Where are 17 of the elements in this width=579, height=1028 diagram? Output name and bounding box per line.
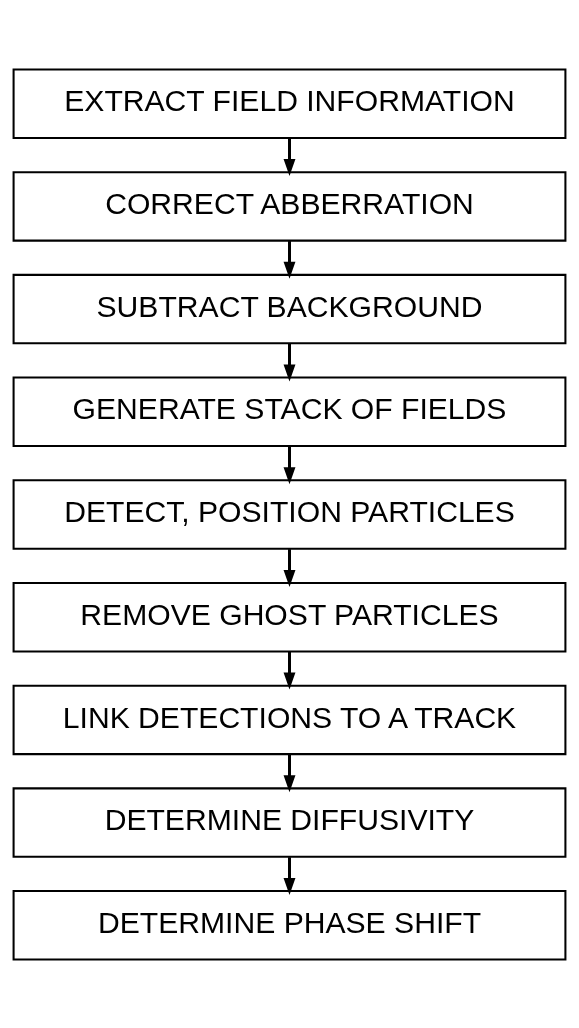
arrow: [283, 445, 296, 484]
node-box: LINK DETECTIONS TO A TRACK: [12, 684, 567, 755]
arrow: [283, 137, 296, 176]
arrow: [283, 240, 296, 279]
arrow: [283, 651, 296, 690]
arrow: [283, 856, 296, 895]
node-box: GENERATE STACK OF FIELDS: [12, 376, 567, 447]
node-box: REMOVE GHOST PARTICLES: [12, 581, 567, 652]
arrow: [283, 548, 296, 587]
node-box: DETERMINE PHASE SHIFT: [12, 889, 567, 961]
node-box: EXTRACT FIELD INFORMATION: [12, 67, 567, 139]
node-box: CORRECT ABBERRATION: [12, 170, 567, 242]
arrow: [283, 754, 296, 792]
arrow: [283, 343, 296, 381]
node-box: SUBTRACT BACKGROUND: [12, 273, 567, 344]
node-box: DETECT, POSITION PARTICLES: [12, 478, 567, 550]
node-box: DETERMINE DIFFUSIVITY: [12, 786, 567, 858]
